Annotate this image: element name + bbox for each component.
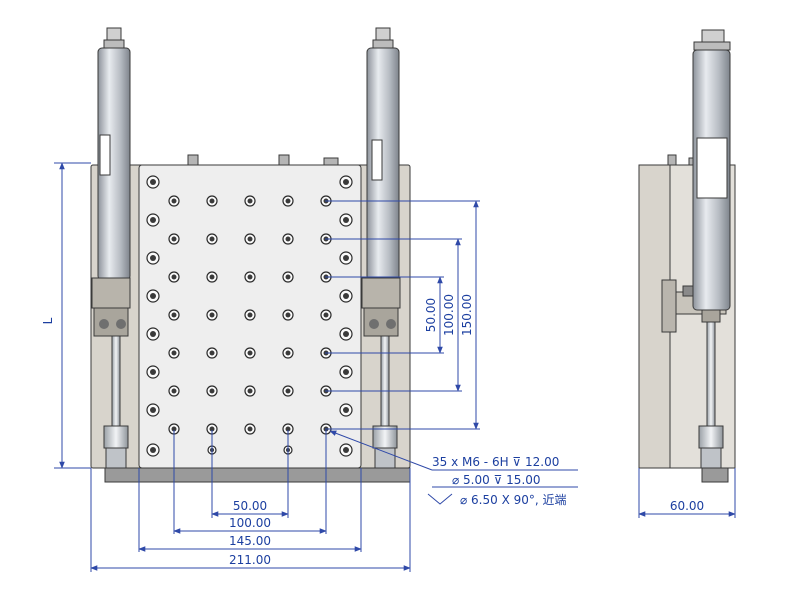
top-fitting-mid [278, 154, 290, 166]
left-actuator [91, 27, 131, 469]
tapped-hole-bore [209, 198, 215, 204]
tapped-hole-bore [247, 350, 253, 356]
tapped-hole-bore [247, 426, 253, 432]
tapped-hole-bore [209, 388, 215, 394]
dim-50-horizontal: 50.00 [233, 499, 267, 513]
dim-211-horizontal: 211.00 [229, 553, 271, 567]
dim-150-vertical: 150.00 [460, 294, 474, 336]
callout-drill: ⌀ 5.00 ⊽ 15.00 [452, 473, 541, 487]
counterbore-hole-bore [343, 293, 349, 299]
tapped-hole-bore [171, 198, 177, 204]
tapped-hole-bore [323, 312, 329, 318]
tapped-hole-bore [171, 236, 177, 242]
tapped-hole-bore [285, 236, 291, 242]
dim-depth: 60.00 [638, 468, 736, 518]
counterbore-hole-bore [343, 217, 349, 223]
tapped-hole-bore [171, 274, 177, 280]
counterbore-hole-bore [343, 331, 349, 337]
top-fitting-left [187, 154, 199, 166]
hole-callout: 35 x M6 - 6H ⊽ 12.00 ⌀ 5.00 ⊽ 15.00 ⌀ 6.… [329, 430, 578, 507]
tapped-hole-bore [209, 426, 215, 432]
tapped-hole-bore [247, 388, 253, 394]
tapped-hole-bore [171, 312, 177, 318]
hole-grid [146, 175, 353, 457]
tapped-hole-bore [209, 274, 215, 280]
counterbore-hole-bore [150, 293, 156, 299]
dim-overall-height: L [41, 162, 91, 469]
counterbore-hole-bore [150, 447, 156, 453]
tapped-hole-bore [209, 312, 215, 318]
callout-countersink: ⌀ 6.50 X 90°, 近端 [460, 493, 567, 507]
dim-100-horizontal: 100.00 [229, 516, 271, 530]
front-view: L 50.00 100.00 150.00 [41, 27, 578, 572]
dim-50-vertical: 50.00 [424, 298, 438, 332]
callout-thread: 35 x M6 - 6H ⊽ 12.00 [432, 455, 559, 469]
tapped-hole-bore [209, 350, 215, 356]
counterbore-hole-bore [150, 407, 156, 413]
dim-horizontal: 50.00 100.00 145.00 211.00 [90, 430, 411, 572]
top-fitting-right [323, 157, 339, 166]
tapped-hole-bore [285, 274, 291, 280]
tapped-hole-bore [247, 312, 253, 318]
tapped-hole-bore [285, 426, 291, 432]
dim-145-horizontal: 145.00 [229, 534, 271, 548]
tapped-hole-bore [247, 274, 253, 280]
dim-l-label: L [41, 317, 55, 324]
counterbore-hole-bore [343, 407, 349, 413]
tapped-hole-bore [247, 236, 253, 242]
counterbore-hole-bore [150, 369, 156, 375]
dim-vertical-pitch: 50.00 100.00 150.00 [325, 200, 480, 430]
tapped-hole-bore [285, 388, 291, 394]
counterbore-hole-bore [343, 255, 349, 261]
counterbore-hole-bore [343, 447, 349, 453]
dim-100-vertical: 100.00 [442, 294, 456, 336]
bottom-base [104, 467, 411, 483]
tapped-hole-bore [209, 236, 215, 242]
tapped-hole-bore [171, 426, 177, 432]
right-actuator [361, 27, 401, 469]
side-base [701, 467, 729, 483]
tapped-hole-bore [171, 388, 177, 394]
tapped-hole-bore [285, 350, 291, 356]
side-view: 60.00 [638, 29, 736, 518]
tapped-hole-bore [285, 312, 291, 318]
dim-60-label: 60.00 [670, 499, 704, 513]
tapped-hole-bore [171, 350, 177, 356]
counterbore-hole-bore [150, 179, 156, 185]
tapped-hole-bore [247, 198, 253, 204]
counterbore-hole-bore [343, 179, 349, 185]
counterbore-hole-bore [150, 331, 156, 337]
tapped-hole-bore [285, 198, 291, 204]
counterbore-hole-bore [343, 369, 349, 375]
counterbore-hole-bore [150, 217, 156, 223]
counterbore-hole-bore [150, 255, 156, 261]
